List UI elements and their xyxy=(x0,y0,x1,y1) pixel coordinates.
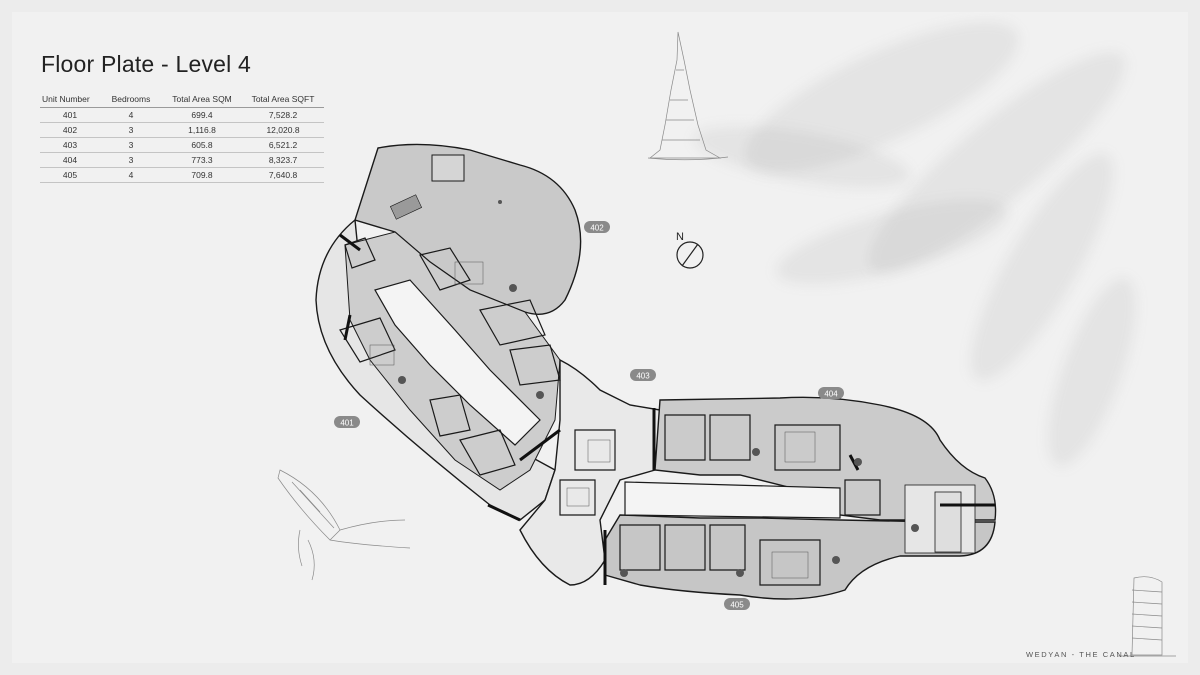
svg-text:402: 402 xyxy=(590,224,604,233)
table-cell: 7,528.2 xyxy=(242,107,324,123)
pool-right xyxy=(934,491,962,553)
room-partitions xyxy=(339,237,881,586)
residential-tower-sketch-icon xyxy=(1118,576,1176,657)
page-title: Floor Plate - Level 4 xyxy=(41,51,252,77)
table-cell: 3 xyxy=(100,122,162,138)
table-cell: 773.3 xyxy=(162,152,242,168)
unit-403-area xyxy=(519,358,661,586)
table-cell: 405 xyxy=(40,167,100,183)
table-cell: 699.4 xyxy=(162,107,242,123)
table-cell: 3 xyxy=(100,137,162,153)
unit-405-area xyxy=(604,514,996,600)
column-header: Total Area SQFT xyxy=(242,92,324,108)
table-cell: 6,521.2 xyxy=(242,137,324,153)
table-cell: 8,323.7 xyxy=(242,152,324,168)
corridor-core xyxy=(374,279,541,446)
table-cell: 7,640.8 xyxy=(242,167,324,183)
table-header-row: Unit Number Bedrooms Total Area SQM Tota… xyxy=(40,92,324,108)
pool-top xyxy=(431,154,465,182)
unit-tag-403: 403 xyxy=(630,369,656,381)
table-cell: 709.8 xyxy=(162,167,242,183)
table-cell: 4 xyxy=(100,107,162,123)
table-cell: 12,020.8 xyxy=(242,122,324,138)
svg-text:403: 403 xyxy=(636,372,650,381)
svg-text:404: 404 xyxy=(824,390,838,399)
table-cell: 605.8 xyxy=(162,137,242,153)
unit-tag-405: 405 xyxy=(724,598,750,610)
table-row: 402 3 1,116.8 12,020.8 xyxy=(40,122,324,138)
column-header: Unit Number xyxy=(40,92,100,108)
table-row: 404 3 773.3 8,323.7 xyxy=(40,152,324,168)
interior-details xyxy=(369,261,816,579)
north-compass-icon: N xyxy=(676,231,704,269)
column-header: Bedrooms xyxy=(100,92,162,108)
unit-402-area xyxy=(354,143,582,315)
svg-text:405: 405 xyxy=(730,601,744,610)
table-cell: 404 xyxy=(40,152,100,168)
unit-tag-401: 401 xyxy=(334,416,360,428)
structural-walls xyxy=(339,233,995,585)
table-row: 405 4 709.8 7,640.8 xyxy=(40,167,324,183)
corridor-lower xyxy=(624,481,841,519)
table-cell: 3 xyxy=(100,152,162,168)
table-row: 403 3 605.8 6,521.2 xyxy=(40,137,324,153)
unit-area-table: Unit Number Bedrooms Total Area SQM Tota… xyxy=(40,92,324,183)
table-cell: 403 xyxy=(40,137,100,153)
table-cell: 402 xyxy=(40,122,100,138)
unit-tag-404: 404 xyxy=(818,387,844,399)
unit-tag-402: 402 xyxy=(584,221,610,233)
column-header: Total Area SQM xyxy=(162,92,242,108)
table-row: 401 4 699.4 7,528.2 xyxy=(40,107,324,123)
table-cell: 1,116.8 xyxy=(162,122,242,138)
svg-text:401: 401 xyxy=(340,419,354,428)
palm-tree-icons xyxy=(398,200,919,577)
project-name-footer: WEDYAN - THE CANAL xyxy=(1026,650,1136,659)
table-cell: 401 xyxy=(40,107,100,123)
pool-strip xyxy=(389,194,423,220)
svg-text:N: N xyxy=(676,231,684,243)
table-cell: 4 xyxy=(100,167,162,183)
tower-sketch-icon xyxy=(647,31,729,161)
boat-sketch-icon xyxy=(277,469,411,581)
